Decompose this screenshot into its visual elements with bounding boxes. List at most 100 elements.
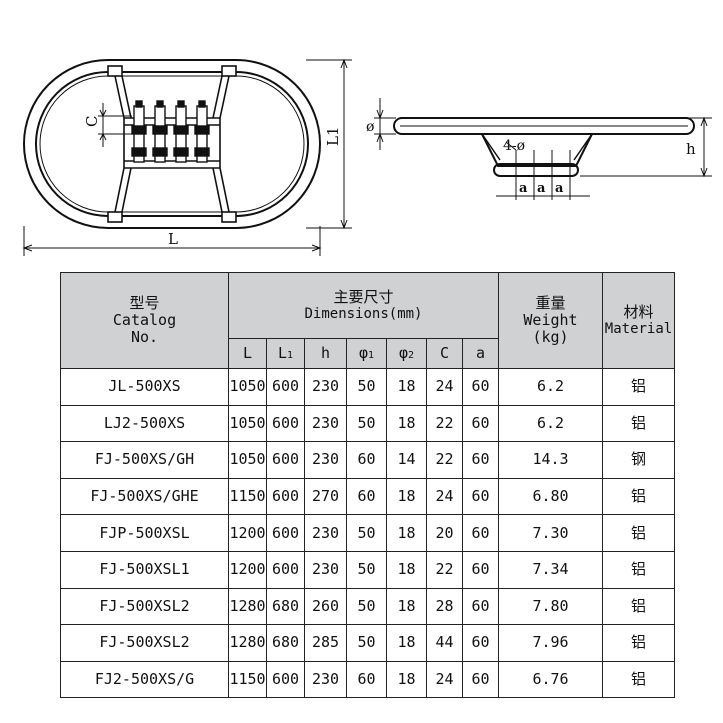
cell-phi2: 14 xyxy=(386,441,427,479)
cell-a: 60 xyxy=(462,368,499,406)
cell-h: 230 xyxy=(304,441,347,479)
header-weight-cn: 重量 xyxy=(535,293,566,312)
cell-l1: 600 xyxy=(266,514,305,552)
cell-h: 230 xyxy=(304,368,347,406)
dimension-c xyxy=(98,103,132,147)
cell-phi2: 18 xyxy=(386,587,427,626)
cell-phi2: 18 xyxy=(386,477,427,516)
cell-weight: 6.76 xyxy=(498,660,603,699)
cell-phi1: 60 xyxy=(346,441,387,479)
dimension-h xyxy=(580,116,712,178)
cell-l1: 680 xyxy=(266,624,305,662)
header-weight-en: Weight xyxy=(523,310,578,329)
cell-weight: 7.96 xyxy=(498,624,603,662)
cell-phi1: 50 xyxy=(346,550,387,589)
cell-material: 钢 xyxy=(602,441,675,479)
cell-l: 1150 xyxy=(228,660,267,699)
cell-l1: 600 xyxy=(266,477,305,516)
cell-h: 270 xyxy=(304,477,347,516)
label-h: h xyxy=(686,140,696,158)
cell-phi1: 60 xyxy=(346,477,387,516)
cell-material: 铝 xyxy=(602,514,675,552)
label-c: C xyxy=(83,116,101,127)
cell-l1: 600 xyxy=(266,368,305,406)
header-dimensions-en: Dimensions(mm) xyxy=(304,306,423,323)
cell-catalog: FJ-500XSL1 xyxy=(60,550,229,589)
cell-a: 60 xyxy=(462,477,499,516)
cell-c: 28 xyxy=(426,587,463,626)
cell-a: 60 xyxy=(462,587,499,626)
header-dimensions: 主要尺寸 Dimensions(mm) xyxy=(228,272,499,339)
header-catalog-cn: 型号 xyxy=(129,293,160,312)
header-sub-phi2-main: φ xyxy=(398,343,408,362)
cell-l: 1050 xyxy=(228,404,267,443)
label-a-1: a xyxy=(519,181,528,196)
cell-weight: 7.80 xyxy=(498,587,603,626)
cell-c: 24 xyxy=(426,660,463,699)
header-material: 材料 Material xyxy=(602,272,675,369)
spec-table: 型号 Catalog No. 主要尺寸 Dimensions(mm) 重量 We… xyxy=(60,272,675,699)
dimension-l xyxy=(22,226,322,256)
cell-h: 230 xyxy=(304,660,347,699)
header-weight-unit: (kg) xyxy=(532,328,569,347)
cell-catalog: FJ2-500XS/G xyxy=(60,660,229,699)
cell-h: 230 xyxy=(304,550,347,589)
label-phi: ø xyxy=(366,119,374,135)
top-view-plates xyxy=(107,65,237,223)
header-weight: 重量 Weight (kg) xyxy=(498,272,603,369)
cell-c: 22 xyxy=(426,550,463,589)
header-catalog-no: No. xyxy=(130,328,159,347)
label-l1: L1 xyxy=(324,126,342,146)
header-material-cn: 材料 xyxy=(623,302,654,321)
cell-material: 铝 xyxy=(602,587,675,626)
cell-h: 260 xyxy=(304,587,347,626)
cell-material: 铝 xyxy=(602,624,675,662)
header-material-en: Material xyxy=(604,321,673,338)
header-dimensions-cn: 主要尺寸 xyxy=(333,287,394,306)
cell-l1: 600 xyxy=(266,660,305,699)
cell-c: 20 xyxy=(426,514,463,552)
cell-phi2: 18 xyxy=(386,660,427,699)
cell-h: 230 xyxy=(304,404,347,443)
cell-c: 44 xyxy=(426,624,463,662)
header-sub-c: C xyxy=(426,338,463,369)
cell-a: 60 xyxy=(462,660,499,699)
cell-material: 铝 xyxy=(602,477,675,516)
side-view xyxy=(393,117,695,200)
cell-l: 1200 xyxy=(228,514,267,552)
dimension-l1 xyxy=(306,58,352,230)
top-view-ring xyxy=(23,59,321,229)
cell-phi1: 50 xyxy=(346,404,387,443)
header-sub-phi2: φ2 xyxy=(386,338,427,369)
cell-c: 22 xyxy=(426,441,463,479)
cell-h: 230 xyxy=(304,514,347,552)
header-sub-phi2-index: 2 xyxy=(408,349,415,361)
cell-l: 1280 xyxy=(228,587,267,626)
cell-weight: 6.2 xyxy=(498,404,603,443)
header-sub-phi1-main: φ xyxy=(358,343,368,362)
cell-l1: 600 xyxy=(266,550,305,589)
cell-phi1: 50 xyxy=(346,514,387,552)
cell-weight: 7.30 xyxy=(498,514,603,552)
cell-l: 1280 xyxy=(228,624,267,662)
cell-catalog: FJ-500XS/GHE xyxy=(60,477,229,516)
header-catalog: 型号 Catalog No. xyxy=(60,272,229,369)
cell-material: 铝 xyxy=(602,550,675,589)
cell-c: 24 xyxy=(426,368,463,406)
cell-l: 1150 xyxy=(228,477,267,516)
cell-l: 1050 xyxy=(228,368,267,406)
top-view-bolts xyxy=(131,100,210,163)
technical-drawing: C L1 L ø 4-ø h a a a xyxy=(22,58,712,256)
cell-weight: 14.3 xyxy=(498,441,603,479)
cell-phi1: 50 xyxy=(346,368,387,406)
cell-phi1: 50 xyxy=(346,624,387,662)
